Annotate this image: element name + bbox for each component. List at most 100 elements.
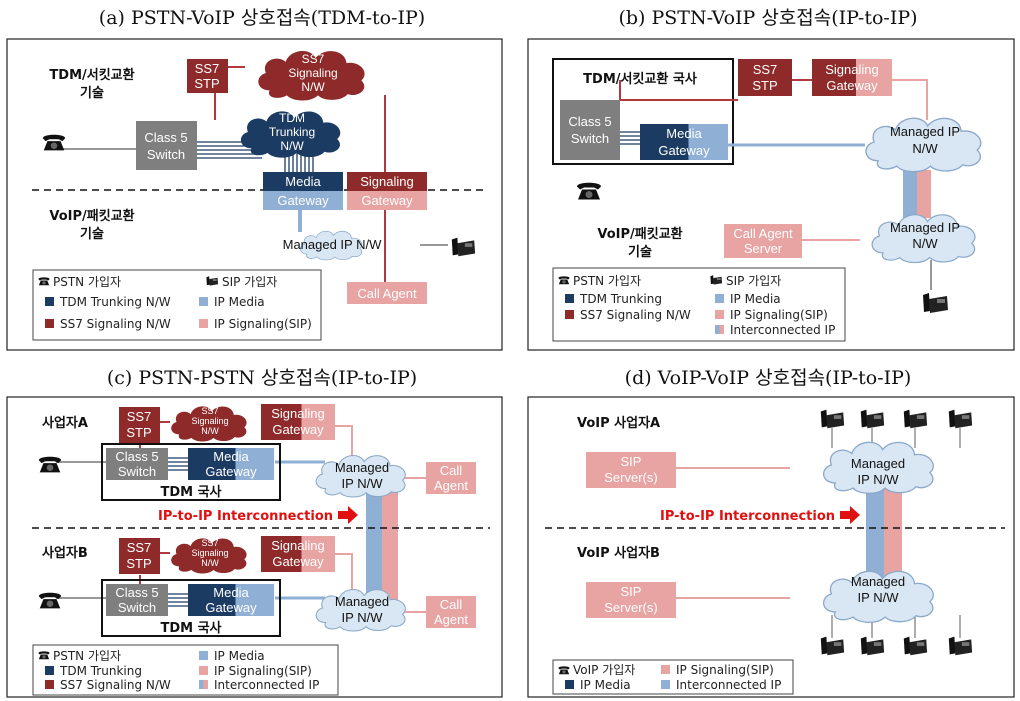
managed-db-l1: Managed (851, 574, 905, 589)
tdm-office-b (552, 58, 734, 165)
media-gateway-a-bottom (263, 191, 343, 210)
class5-switch-a (136, 121, 197, 170)
legend-d-ipmedia: IP Media (580, 678, 631, 692)
panel-d-frame (527, 396, 1015, 698)
media-gateway-ca (188, 448, 274, 480)
tdm-office-cb (101, 579, 281, 637)
call-agent-a-label: Call Agent (357, 286, 417, 301)
inter-ip-sig-c (382, 484, 398, 624)
ss7-cloud-a-l2: Signaling (288, 66, 337, 80)
class5-ca-l1: Class 5 (115, 449, 158, 464)
sigcloud-ca-l3: N/W (201, 426, 219, 436)
caption-d: (d) VoIP-VoIP 상호접속(IP-to-IP) (625, 367, 912, 389)
sgw-ca-l1: Signaling (271, 406, 325, 421)
mgw-b-l1: Media (666, 126, 702, 141)
legend-d-inter: Interconnected IP (676, 678, 781, 692)
legend-a-sip: SIP 가입자 (222, 275, 277, 289)
ss7-b-l2: STP (752, 78, 777, 93)
tdm-tech-label-a-2: 기술 (80, 86, 104, 101)
sgw-a-l1: Signaling (360, 174, 414, 189)
class5-b-l2: Switch (571, 131, 609, 146)
trunk-a-l2: Trunking (269, 125, 315, 139)
sigcloud-cb-l2: Signaling (191, 548, 228, 558)
legend-c (32, 644, 339, 696)
legend-b-ipsig-swatch (715, 310, 724, 319)
sgw-link-cb (335, 553, 353, 594)
sip-da-l1: SIP (621, 454, 642, 469)
class5-a-l1: Class 5 (144, 130, 187, 145)
class5-cb-l1: Class 5 (115, 585, 158, 600)
legend-c-tdm-swatch (45, 666, 54, 675)
legend-c-ipsig-swatch (199, 666, 208, 675)
voip-tech-label-b-2: 기술 (628, 245, 652, 260)
call-agent-ca (426, 462, 476, 494)
office-ca-label: TDM 국사 (160, 484, 221, 500)
legend-c-inter-swatch (199, 680, 208, 689)
legend-d-inter-swatch (661, 680, 670, 689)
trunk-a-l1: TDM (279, 111, 305, 125)
legend-a-ss7: SS7 Signaling N/W (60, 317, 171, 331)
managed-b1-l1: Managed IP (890, 124, 960, 139)
ss7-cb-l1: SS7 (127, 540, 152, 555)
office-cb-label: TDM 국사 (160, 620, 221, 636)
sip-db-l2: Server(s) (604, 600, 657, 615)
legend-c-ipmedia-swatch (199, 651, 208, 660)
legend-c-ss7-swatch (45, 680, 54, 689)
sgw-b-l2: Gateway (826, 78, 878, 93)
interconnect-arrow-d (840, 506, 860, 524)
mgw-ca-l2: Gateway (205, 464, 257, 479)
sgw-ca-l2: Gateway (272, 422, 324, 437)
sigcloud-ca-l2: Signaling (191, 416, 228, 426)
legend-b-ss7-swatch (565, 310, 574, 319)
legend-c-tdm: TDM Trunking (59, 664, 142, 678)
inter-ip-media-c (366, 484, 382, 624)
legend-d-ipsig: IP Signaling(SIP) (676, 663, 774, 677)
operator-b-d: VoIP 사업자B (577, 545, 660, 561)
class5-switch-ca (106, 448, 168, 480)
cas-b-l2: Server (744, 241, 783, 256)
legend-b-inter-swatch (715, 325, 724, 334)
sgw-ip-link-b (892, 79, 928, 120)
legend-b-pstn: PSTN 가입자 (573, 274, 641, 288)
ss7-ca-l2: STP (126, 425, 151, 440)
mgw-ca-l1: Media (213, 449, 249, 464)
ss7-b-l1: SS7 (753, 62, 778, 77)
legend-b-ipsig: IP Signaling(SIP) (730, 308, 828, 322)
managed-b2-l1: Managed IP (890, 220, 960, 235)
managed-cb-l2: IP N/W (342, 610, 384, 625)
managed-ca-l1: Managed (335, 460, 389, 475)
legend-d-ipsig-swatch (661, 665, 670, 674)
sigcloud-cb-l1: SS7 (201, 538, 218, 548)
operator-a-c: 사업자A (42, 415, 88, 431)
sip-db-l1: SIP (621, 584, 642, 599)
ss7-cloud-a-l3: N/W (301, 80, 325, 94)
sgw-a-l2: Gateway (361, 193, 413, 208)
legend-a-ipsig: IP Signaling(SIP) (214, 317, 312, 331)
inter-ip-sig-b (917, 170, 931, 218)
mgw-cb-l2: Gateway (205, 600, 257, 615)
media-gateway-a-top (263, 172, 343, 191)
legend-c-pstn: PSTN 가입자 (53, 649, 121, 663)
managed-a-label: Managed IP N/W (283, 237, 382, 252)
legend-b-tdm-swatch (565, 294, 574, 303)
sgw-b-l1: Signaling (825, 62, 879, 77)
legend-c-inter: Interconnected IP (214, 678, 319, 692)
managed-b1-l2: N/W (912, 141, 938, 156)
sigcloud-ca-l1: SS7 (201, 406, 218, 416)
sgw-cb-l2: Gateway (272, 554, 324, 569)
legend-a-ipmedia: IP Media (214, 295, 265, 309)
call-agent-server-b (724, 224, 802, 258)
cas-b-l1: Call Agent (733, 226, 793, 241)
voip-tech-label-a: VoIP/패킷교환 (49, 208, 134, 224)
class5-ca-l2: Switch (118, 464, 156, 479)
class5-a-l2: Switch (147, 147, 185, 162)
managed-cb-l1: Managed (335, 594, 389, 609)
sigcloud-cb-l3: N/W (201, 558, 219, 568)
legend-b (552, 267, 846, 342)
mgw-a-l2: Gateway (277, 193, 329, 208)
ss7-cloud-a-l1: SS7 (302, 52, 325, 66)
class5-b-l1: Class 5 (568, 114, 611, 129)
legend-c-ipsig: IP Signaling(SIP) (214, 664, 312, 678)
inter-ip-sig-d (884, 478, 902, 598)
